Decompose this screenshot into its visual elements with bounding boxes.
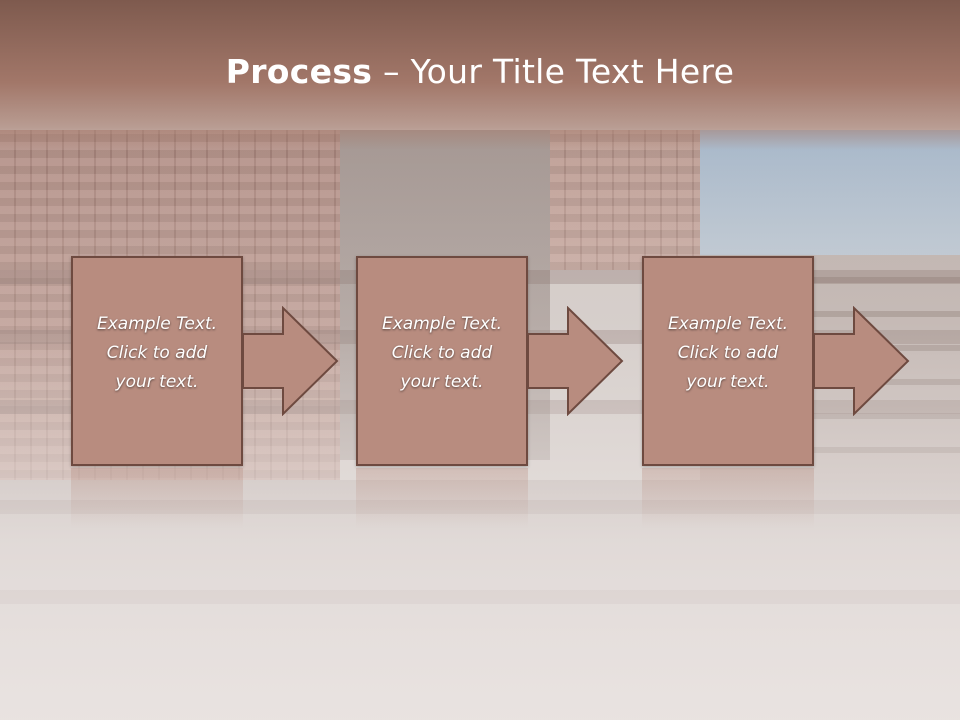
slide-title[interactable]: Process – Your Title Text Here xyxy=(0,52,960,91)
right-arrow-icon xyxy=(528,306,624,416)
step-2-reflection xyxy=(356,468,528,528)
step-2-text: Example Text. Click to add your text. xyxy=(381,314,503,392)
title-bold: Process xyxy=(225,52,373,91)
step-3-reflection xyxy=(642,468,814,528)
title-rest: – Your Title Text Here xyxy=(372,52,735,91)
step-3-text: Example Text. Click to add your text. xyxy=(667,314,789,392)
step-1-text: Example Text. Click to add your text. xyxy=(96,314,218,392)
right-arrow-icon xyxy=(243,306,339,416)
right-arrow-icon xyxy=(814,306,910,416)
process-step-2[interactable]: Example Text. Click to add your text. xyxy=(356,256,528,466)
process-step-1[interactable]: Example Text. Click to add your text. xyxy=(71,256,243,466)
title-bar xyxy=(0,0,960,150)
process-step-3[interactable]: Example Text. Click to add your text. xyxy=(642,256,814,466)
step-1-reflection xyxy=(71,468,243,528)
